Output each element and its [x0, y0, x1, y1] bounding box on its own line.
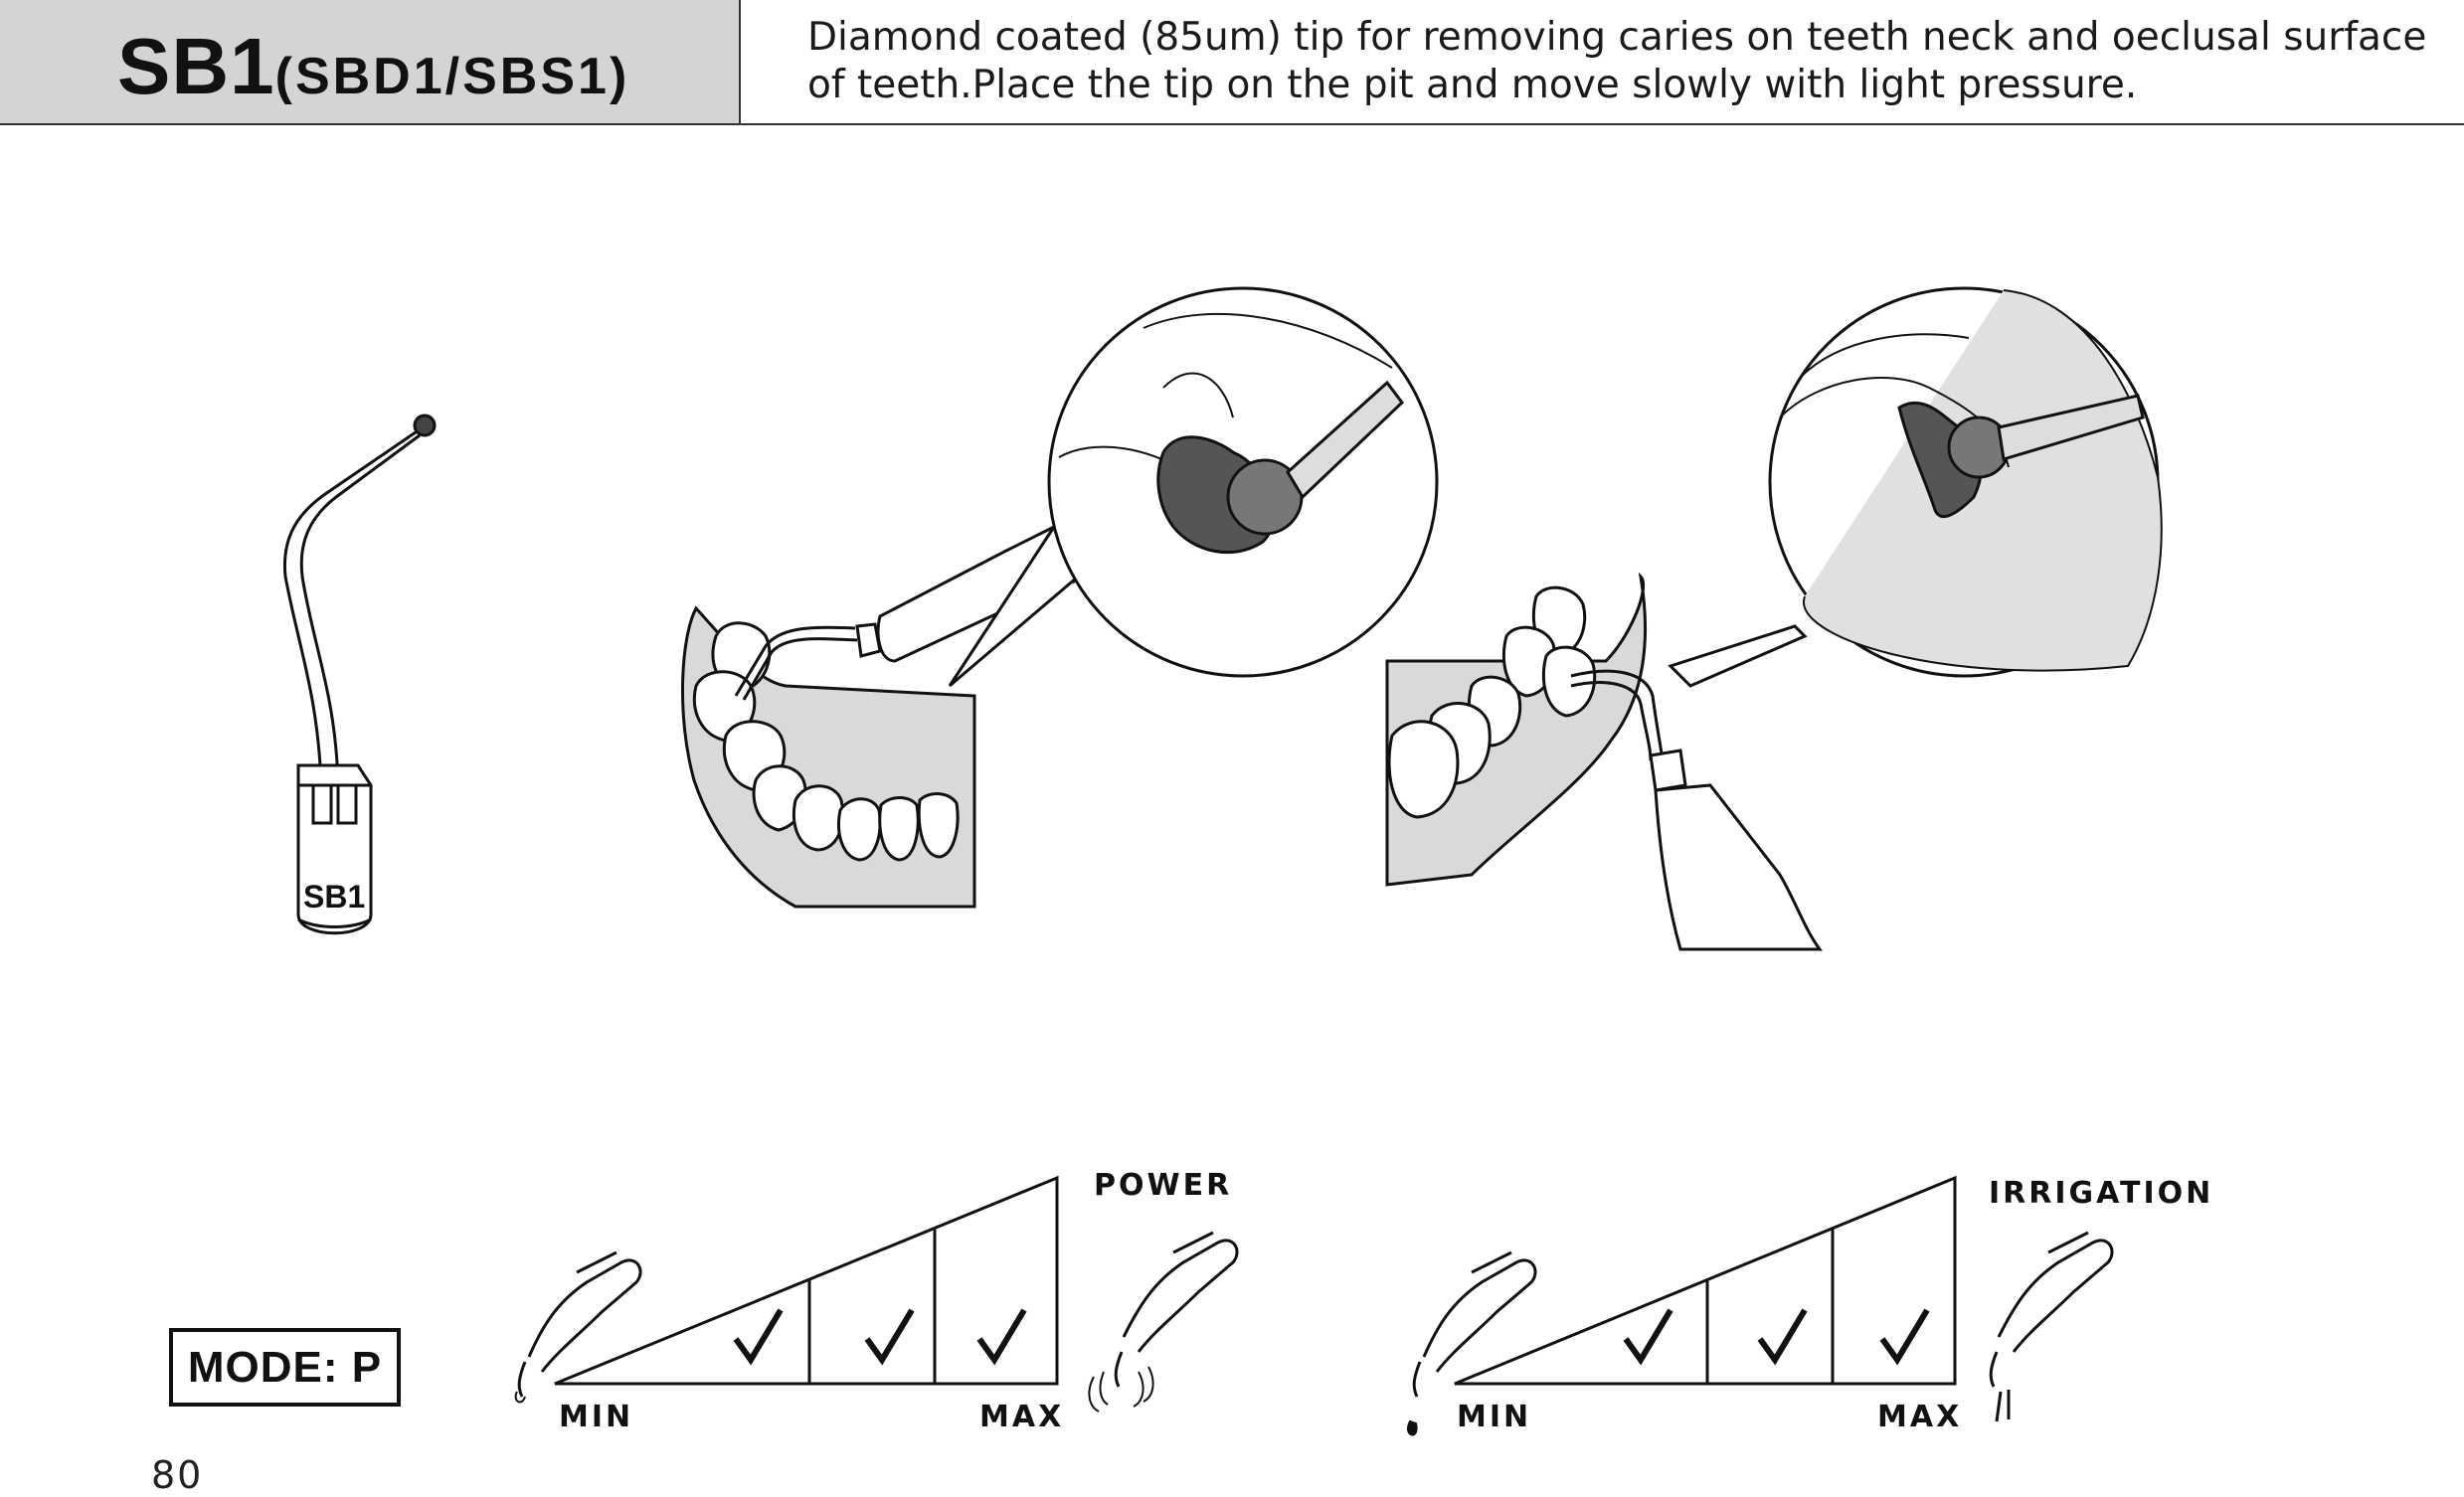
irrigation-check-2 [1757, 1308, 1808, 1366]
tip-description: Diamond coated (85um) tip for removing c… [807, 14, 2427, 109]
header-model-box [0, 0, 741, 124]
model-title: SB1(SBD1/SBS1) [117, 22, 629, 121]
mode-indicator: MODE: P [169, 1328, 401, 1407]
irrigation-title: IRRIGATION [1989, 1176, 2214, 1211]
irrigation-min-label: MIN [1457, 1400, 1532, 1434]
irrigation-check-3 [1879, 1308, 1930, 1366]
model-variants: (SBD1/SBS1) [274, 48, 630, 105]
power-min-label: MIN [559, 1400, 634, 1434]
power-check-2 [864, 1308, 915, 1366]
page-number: 80 [151, 1453, 204, 1497]
right-jaw-illustration [1385, 286, 2163, 951]
irrigation-max-label: MAX [1877, 1400, 1963, 1434]
tip-label: SB1 [303, 879, 366, 915]
power-check-1 [733, 1308, 784, 1366]
mode-label: MODE: P [187, 1342, 383, 1392]
description-line-1: Diamond coated (85um) tip for removing c… [807, 15, 2427, 60]
power-title: POWER [1094, 1168, 1233, 1203]
power-check-3 [976, 1308, 1027, 1366]
header-divider [0, 123, 2464, 125]
description-line-2: of teeth.Place the tip on the pit and mo… [807, 63, 2138, 107]
model-name: SB1 [117, 22, 275, 110]
power-scale [514, 1175, 1239, 1413]
sb1-tip-illustration [282, 414, 437, 935]
irrigation-check-1 [1623, 1308, 1673, 1366]
left-jaw-illustration [681, 286, 1439, 909]
irrigation-scale [1407, 1175, 2114, 1436]
power-max-label: MAX [979, 1400, 1065, 1434]
